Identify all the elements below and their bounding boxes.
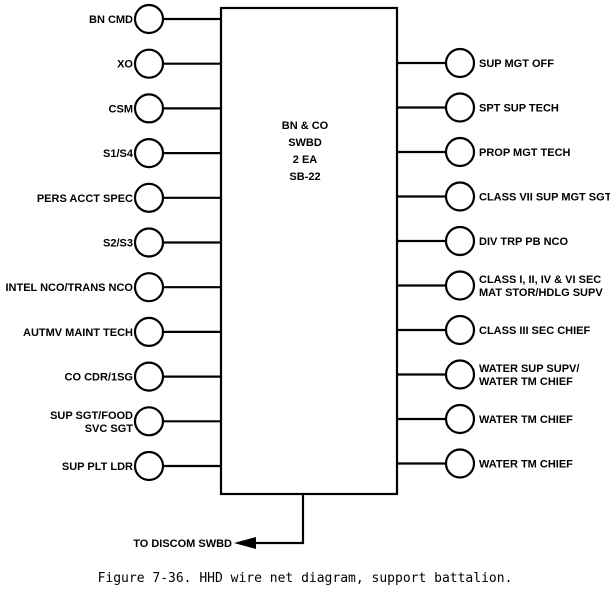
station-left-s2-s3: S2/S3: [103, 227, 221, 258]
station-label: BN CMD: [89, 14, 133, 26]
telephone-terminal-icon: [133, 406, 165, 437]
telephone-terminal-icon: [133, 182, 165, 213]
station-label: SUP SGT/FOOD: [50, 410, 133, 422]
station-label: SUP MGT OFF: [479, 58, 554, 70]
discom-link: TO DISCOM SWBD: [133, 494, 305, 550]
discom-connector-line: [255, 494, 305, 545]
station-label: CSM: [109, 103, 133, 115]
station-right-sup-mgt-off: SUP MGT OFF: [397, 47, 554, 79]
station-label: DIV TRP PB NCO: [479, 236, 568, 248]
telephone-terminal-icon: [133, 227, 165, 258]
station-label: PROP MGT TECH: [479, 147, 571, 159]
station-right-water-tm-chief: WATER TM CHIEF: [397, 403, 573, 435]
telephone-terminal-icon: [133, 361, 165, 392]
station-right-prop-mgt-tech: PROP MGT TECH: [397, 136, 571, 168]
station-left-intel-nco-trans-nco: INTEL NCO/TRANS NCO: [5, 272, 221, 303]
station-right-class-vii-sup-mgt-sgt: CLASS VII SUP MGT SGT: [397, 181, 610, 212]
telephone-terminal-icon: [444, 270, 476, 301]
station-label: SUP PLT LDR: [62, 461, 133, 473]
station-label: CO CDR/1SG: [65, 372, 133, 384]
station-label: S1/S4: [103, 148, 134, 160]
station-label: SVC SGT: [85, 423, 134, 435]
switchboard-line-2: SWBD: [288, 137, 322, 149]
right-stations: SUP MGT OFF SPT SUP TECH PROP MGT TECH CLAS…: [397, 47, 610, 479]
telephone-terminal-icon: [133, 450, 165, 482]
telephone-terminal-icon: [133, 138, 165, 169]
telephone-terminal-icon: [133, 272, 165, 303]
station-left-xo: XO: [117, 48, 221, 79]
figure-caption: Figure 7-36. HHD wire net diagram, suppo…: [98, 571, 513, 586]
telephone-terminal-icon: [133, 316, 165, 347]
station-left-autmv-maint-tech: AUTMV MAINT TECH: [23, 316, 221, 347]
switchboard-label: BN & CO SWBD 2 EA SB-22: [282, 120, 329, 183]
station-left-csm: CSM: [109, 93, 221, 124]
switchboard-line-1: BN & CO: [282, 120, 329, 132]
station-label: XO: [117, 59, 133, 71]
telephone-terminal-icon: [444, 403, 476, 435]
station-label: WATER TM CHIEF: [479, 376, 573, 388]
telephone-terminal-icon: [444, 181, 476, 212]
station-left-co-cdr-1sg: CO CDR/1SG: [65, 361, 221, 392]
station-right-class-iii-sec-chief: CLASS III SEC CHIEF: [397, 314, 591, 346]
station-label: WATER TM CHIEF: [479, 459, 573, 471]
discom-label: TO DISCOM SWBD: [133, 538, 232, 550]
telephone-terminal-icon: [444, 314, 476, 346]
discom-arrowhead: [234, 537, 256, 549]
telephone-terminal-icon: [133, 48, 165, 79]
station-right-water-sup-supv-water-tm-chief: WATER SUP SUPV/WATER TM CHIEF: [397, 359, 579, 390]
telephone-terminal-icon: [133, 3, 165, 35]
telephone-terminal-icon: [444, 136, 476, 168]
station-right-div-trp-pb-nco: DIV TRP PB NCO: [397, 225, 568, 257]
station-label: AUTMV MAINT TECH: [23, 327, 133, 339]
telephone-terminal-icon: [444, 359, 476, 390]
station-label: MAT STOR/HDLG SUPV: [479, 287, 603, 299]
station-right-spt-sup-tech: SPT SUP TECH: [397, 92, 559, 123]
station-label: WATER SUP SUPV/: [479, 363, 579, 375]
station-label: CLASS III SEC CHIEF: [479, 325, 591, 337]
telephone-terminal-icon: [133, 93, 165, 124]
switchboard-box: [219, 6, 399, 496]
station-left-pers-acct-spec: PERS ACCT SPEC: [37, 182, 221, 213]
station-label: S2/S3: [103, 238, 133, 250]
station-label: WATER TM CHIEF: [479, 414, 573, 426]
telephone-terminal-icon: [444, 225, 476, 257]
telephone-terminal-icon: [444, 448, 476, 479]
telephone-terminal-icon: [444, 47, 476, 79]
switchboard-line-4: SB-22: [289, 171, 320, 183]
telephone-terminal-icon: [444, 92, 476, 123]
station-right-water-tm-chief: WATER TM CHIEF: [397, 448, 573, 479]
station-label: CLASS VII SUP MGT SGT: [479, 192, 610, 204]
station-label: CLASS I, II, IV & VI SEC: [479, 274, 601, 286]
station-label: SPT SUP TECH: [479, 103, 559, 115]
station-label: INTEL NCO/TRANS NCO: [5, 282, 133, 294]
station-label: PERS ACCT SPEC: [37, 193, 133, 205]
station-left-sup-plt-ldr: SUP PLT LDR: [62, 450, 221, 482]
station-left-bn-cmd: BN CMD: [89, 3, 221, 35]
station-left-s1-s4: S1/S4: [103, 138, 221, 169]
switchboard-line-3: 2 EA: [293, 154, 318, 166]
